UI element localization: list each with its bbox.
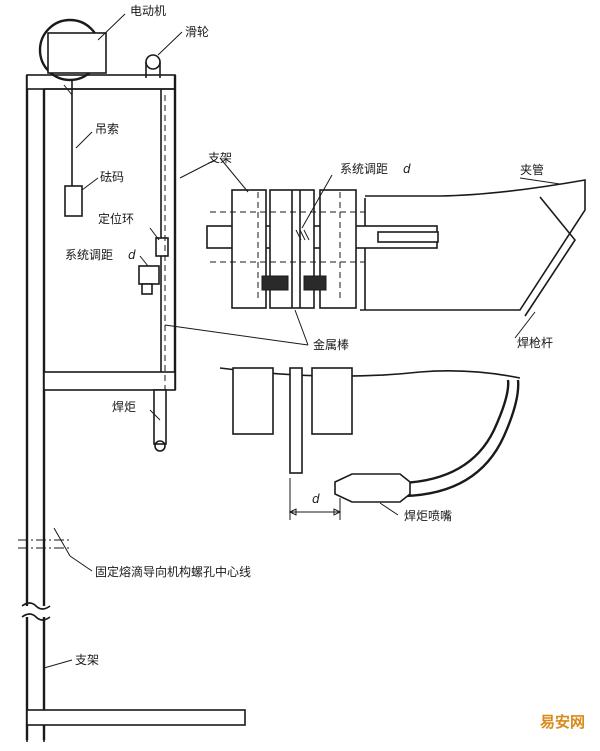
label-torch: 焊炬 xyxy=(112,399,136,414)
label-pulley: 滑轮 xyxy=(185,25,209,39)
label-metal-rod: 金属棒 xyxy=(313,337,349,352)
clamp-jaw-right xyxy=(303,275,327,291)
metal-rod-detail xyxy=(289,367,303,474)
label-gap-adjust-top-d: d xyxy=(403,162,411,176)
label-weight: 砝码 xyxy=(100,169,124,184)
label-gap-adjust-left-d: d xyxy=(128,248,136,262)
leader-lines xyxy=(43,13,561,669)
clamp-assembly xyxy=(206,179,586,317)
left-apparatus xyxy=(18,18,246,742)
label-bracket-bottom: 支架 xyxy=(75,653,99,667)
label-dim-d: d xyxy=(312,492,320,506)
label-locating-ring: 定位环 xyxy=(98,211,134,226)
label-rope: 吊索 xyxy=(95,122,119,136)
weight-block xyxy=(64,185,83,217)
torch-body xyxy=(153,389,167,445)
label-gap-adjust-top: 系统调距 xyxy=(340,162,388,176)
pulley-icon xyxy=(145,54,161,70)
label-motor: 电动机 xyxy=(130,4,166,18)
watermark-logo: 易安网 xyxy=(540,713,585,731)
label-fixing-centerline: 固定熔滴导向机构螺孔中心线 xyxy=(95,564,251,579)
label-gap-adjust-left: 系统调距 xyxy=(65,248,113,262)
nozzle-detail xyxy=(219,367,521,520)
label-torch-rod: 焊枪杆 xyxy=(517,335,553,350)
labels: 电动机 滑轮 吊索 砝码 支架 定位环 系统调距 d 系统调距 d 夹管 焊枪杆… xyxy=(65,4,585,731)
nozzle-icon xyxy=(334,473,411,503)
label-clamp-tube: 夹管 xyxy=(520,162,544,177)
locating-ring xyxy=(155,237,169,257)
clamp-jaw-left xyxy=(261,275,289,291)
label-nozzle: 焊炬喷嘴 xyxy=(404,508,452,523)
label-bracket-top: 支架 xyxy=(208,151,232,165)
gap-adjust-mechanism xyxy=(138,265,160,285)
